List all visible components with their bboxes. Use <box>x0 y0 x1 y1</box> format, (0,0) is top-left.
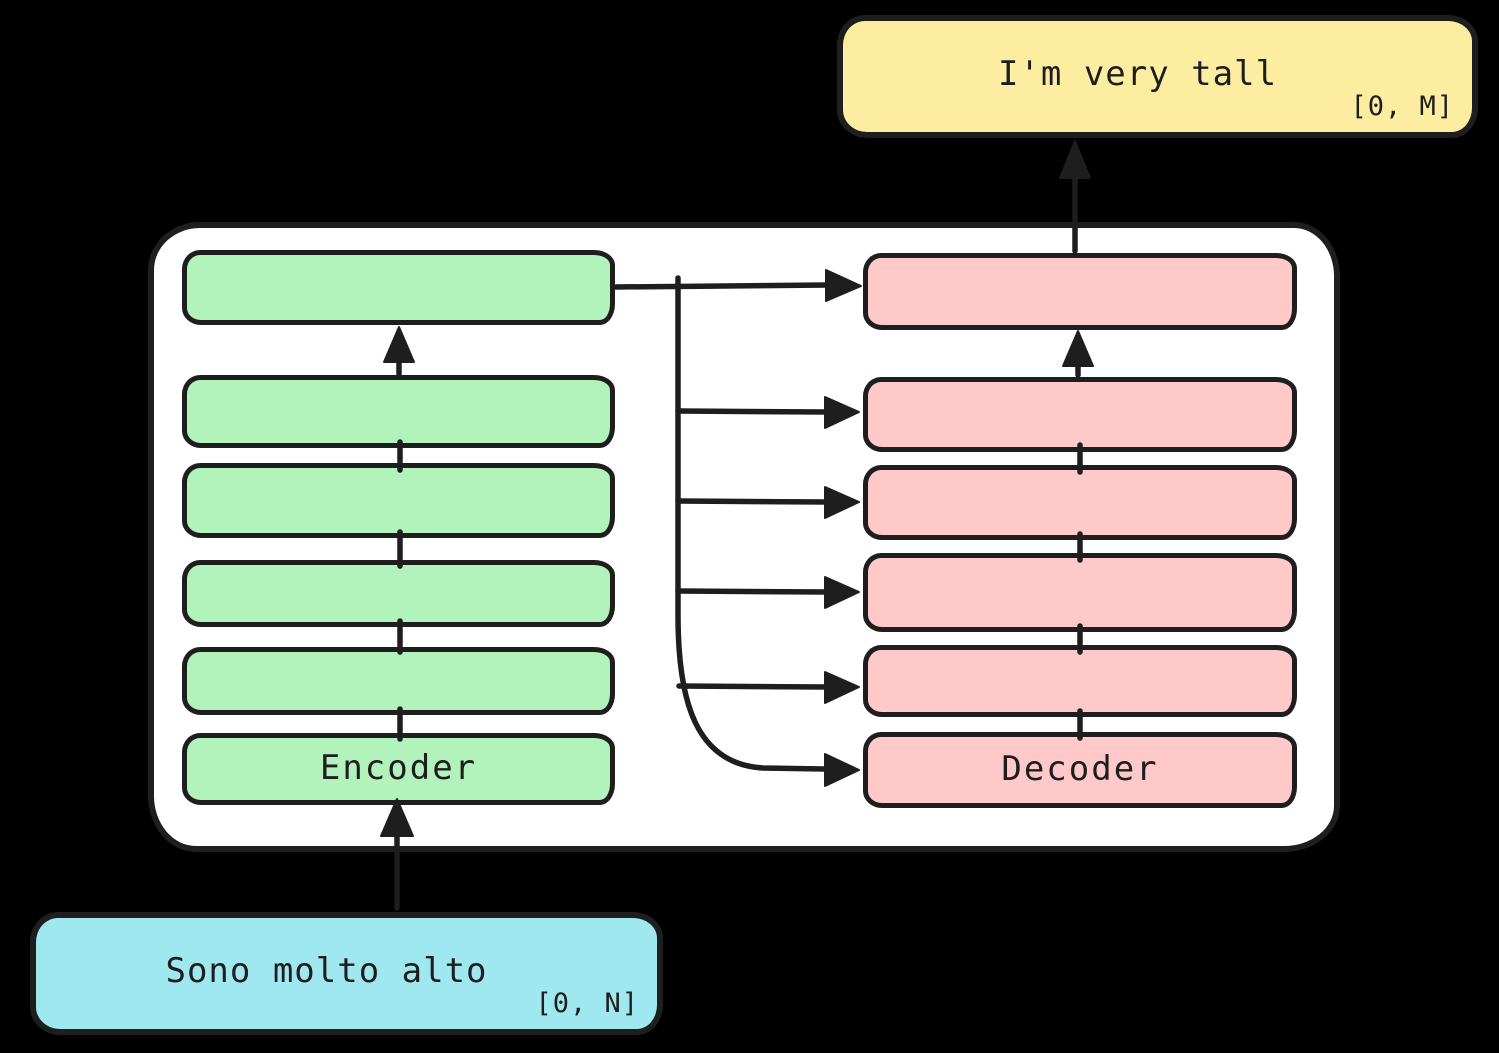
decoder-layer-4 <box>863 465 1297 540</box>
output-range-label: [0, M] <box>1350 91 1454 122</box>
decoder-layer-6 <box>863 253 1297 330</box>
output-text-box: I'm very tall [0, M] <box>837 15 1478 138</box>
encoder-layer-6 <box>182 250 615 325</box>
encoder-layer-1: Encoder <box>182 733 615 805</box>
output-text: I'm very tall <box>997 53 1278 94</box>
encoder-label: Encoder <box>319 748 478 788</box>
input-text-box: Sono molto alto [0, N] <box>30 912 663 1035</box>
input-range-label: [0, N] <box>535 988 639 1019</box>
encoder-layer-5 <box>182 375 615 448</box>
decoder-layer-5 <box>863 377 1297 452</box>
decoder-layer-3 <box>863 553 1297 632</box>
input-text: Sono molto alto <box>165 950 488 991</box>
decoder-layer-1: Decoder <box>863 732 1297 808</box>
encoder-layer-4 <box>182 463 615 538</box>
decoder-layer-2 <box>863 645 1297 717</box>
encoder-layer-3 <box>182 560 615 627</box>
decoder-label: Decoder <box>1001 749 1159 789</box>
encoder-layer-2 <box>182 647 615 715</box>
